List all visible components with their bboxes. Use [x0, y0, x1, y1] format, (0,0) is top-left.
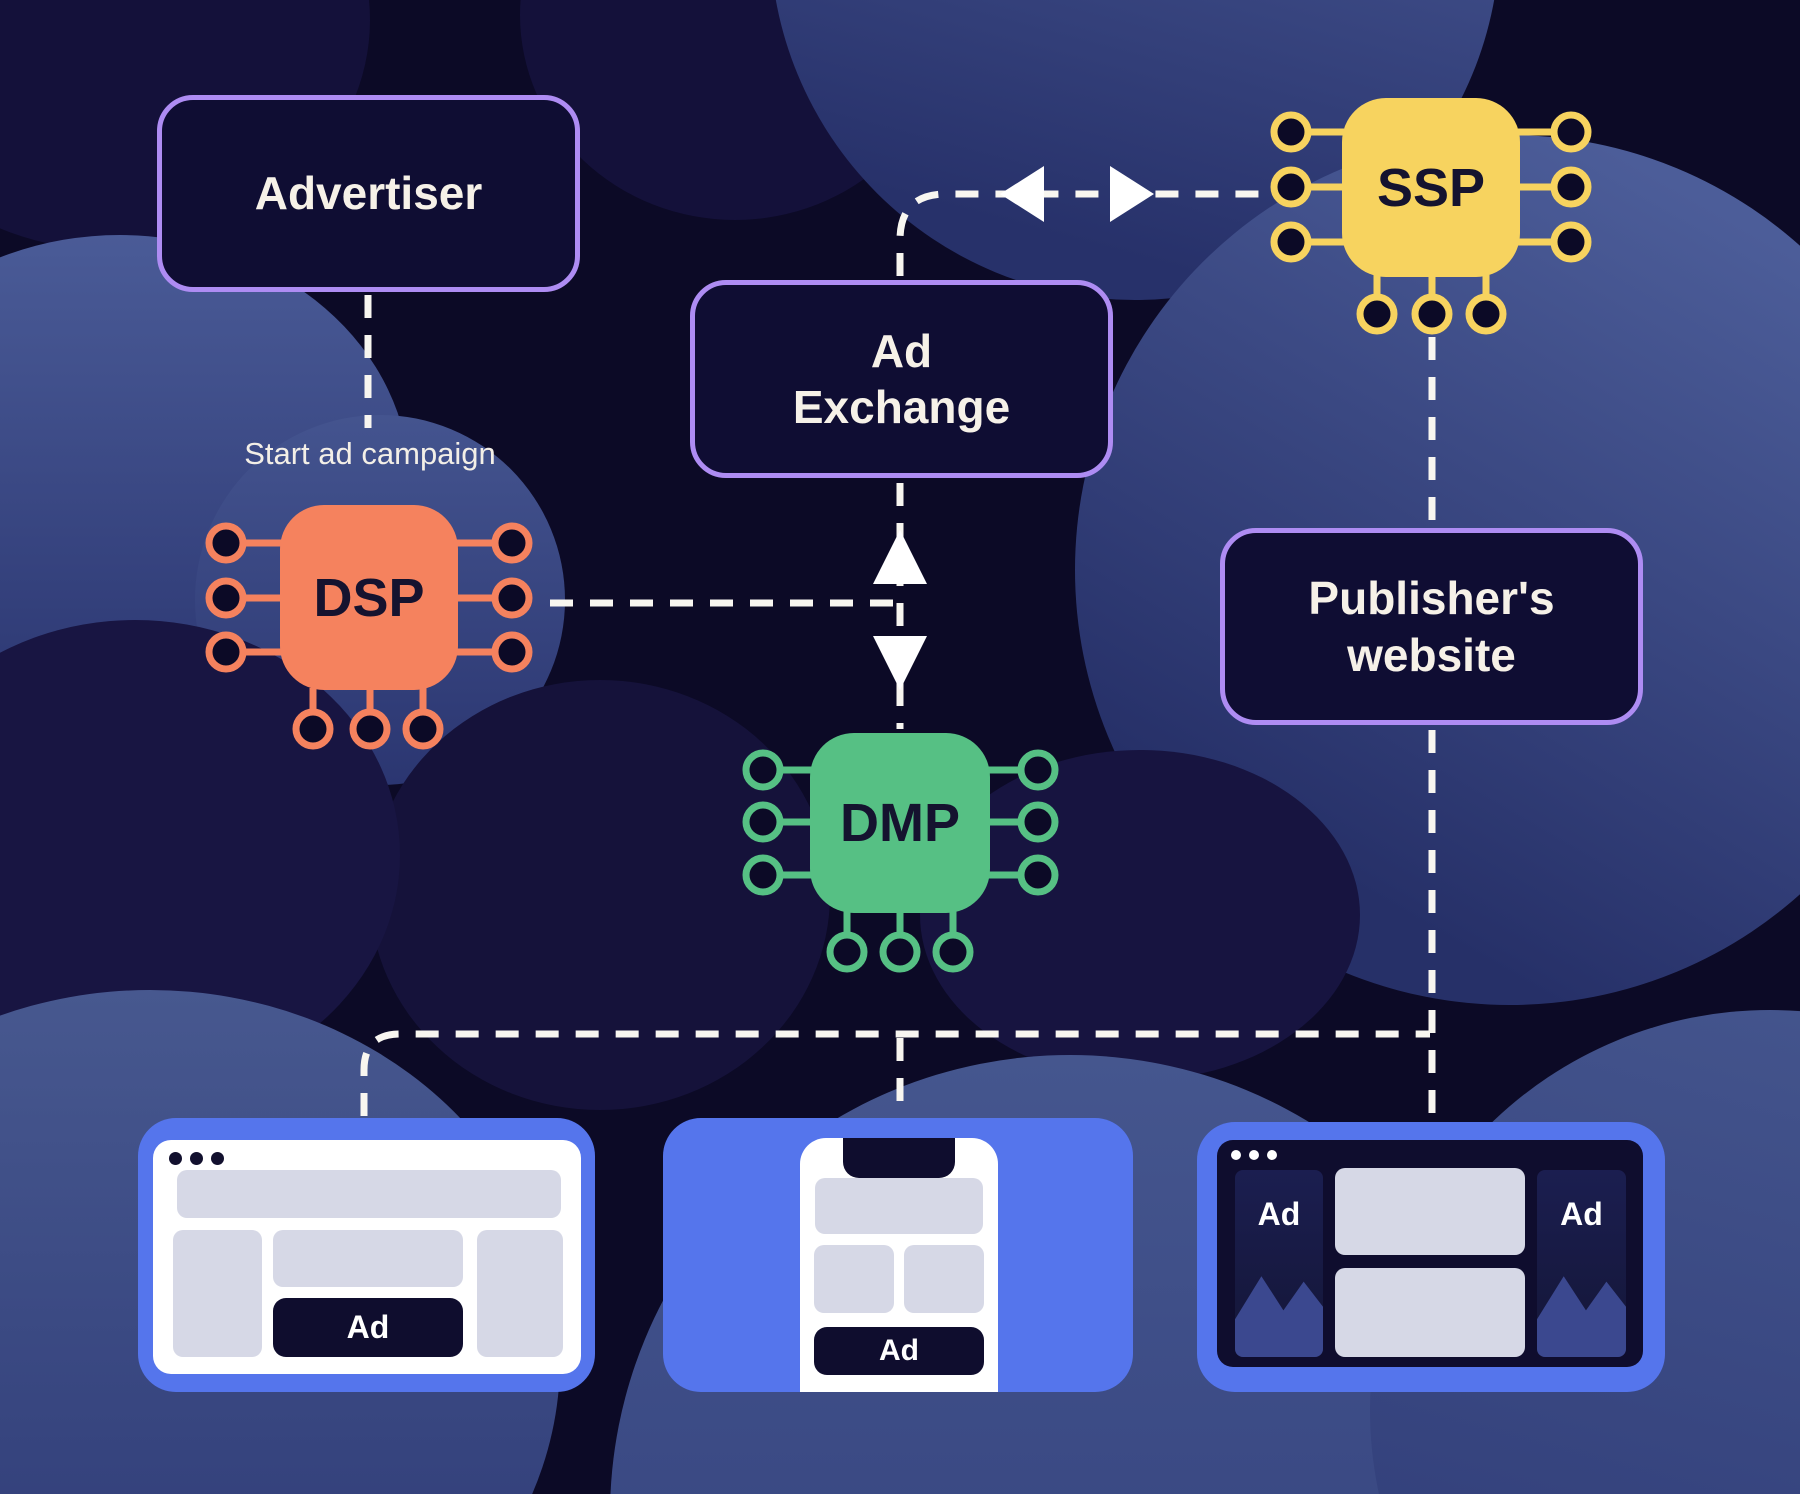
phone-ad-banner: Ad: [814, 1327, 984, 1375]
desktop-browser-window: Ad: [153, 1140, 581, 1374]
advertiser-node: Advertiser: [157, 95, 580, 292]
arrowheads: [873, 166, 1154, 690]
content-placeholder: [273, 1230, 463, 1287]
phone-panel: Ad: [663, 1118, 1133, 1392]
image-placeholder-icon: [1537, 1276, 1626, 1357]
ssp-chip-pins: [1270, 111, 1592, 335]
cloud-shape: [370, 680, 830, 1110]
ssp-label: SSP: [1376, 157, 1486, 218]
desktop-device: Ad: [138, 1118, 595, 1392]
content-placeholder: [177, 1170, 561, 1218]
cloud-shape: [920, 750, 1360, 1080]
desktop-ad-banner: Ad: [273, 1298, 463, 1357]
connector-distribution: [360, 1030, 1430, 1116]
dsp-chip-pins: [205, 522, 533, 750]
phone-notch-icon: [843, 1138, 955, 1178]
start-ad-campaign-label: Start ad campaign: [244, 436, 496, 471]
content-placeholder: [477, 1230, 563, 1357]
advertiser-label: Advertiser: [254, 167, 483, 220]
arrow-right-icon: [1110, 166, 1154, 222]
dmp-chip-pins: [742, 749, 1059, 973]
arrow-left-icon: [1000, 166, 1044, 222]
content-placeholder: [1335, 1268, 1525, 1357]
tablet-ad-right: Ad: [1537, 1170, 1626, 1357]
tablet-ad-left: Ad: [1235, 1170, 1323, 1357]
arrow-down-icon: [873, 636, 927, 690]
publisher-website-node: Publisher's website: [1220, 528, 1643, 725]
window-dots-icon: [169, 1152, 224, 1165]
dmp-chip: DMP: [810, 733, 990, 913]
content-placeholder: [814, 1245, 894, 1313]
tablet-device: Ad Ad: [1197, 1122, 1665, 1392]
ad-label: Ad: [346, 1309, 390, 1345]
dsp-label: DSP: [313, 567, 425, 628]
content-placeholder: [904, 1245, 984, 1313]
arrow-up-icon: [873, 530, 927, 584]
ssp-chip: SSP: [1342, 98, 1520, 277]
phone-device: Ad: [800, 1138, 998, 1392]
ad-label: Ad: [879, 1334, 919, 1367]
connector-exchange-ssp: [896, 190, 1270, 276]
dashed-connectors: [360, 190, 1436, 1116]
content-placeholder: [815, 1178, 983, 1234]
ad-label: Ad: [1560, 1196, 1603, 1232]
ad-exchange-node: Ad Exchange: [690, 280, 1113, 478]
content-placeholder: [173, 1230, 262, 1357]
window-dots-icon: [1231, 1150, 1277, 1160]
ad-label: Ad: [1257, 1196, 1301, 1232]
image-placeholder-icon: [1235, 1276, 1323, 1357]
ad-exchange-label: Ad Exchange: [792, 324, 1011, 433]
tablet-screen: Ad Ad: [1217, 1140, 1643, 1367]
content-placeholder: [1335, 1168, 1525, 1255]
dsp-chip: DSP: [280, 505, 458, 690]
dmp-label: DMP: [840, 793, 960, 853]
publisher-website-label: Publisher's website: [1308, 572, 1555, 681]
